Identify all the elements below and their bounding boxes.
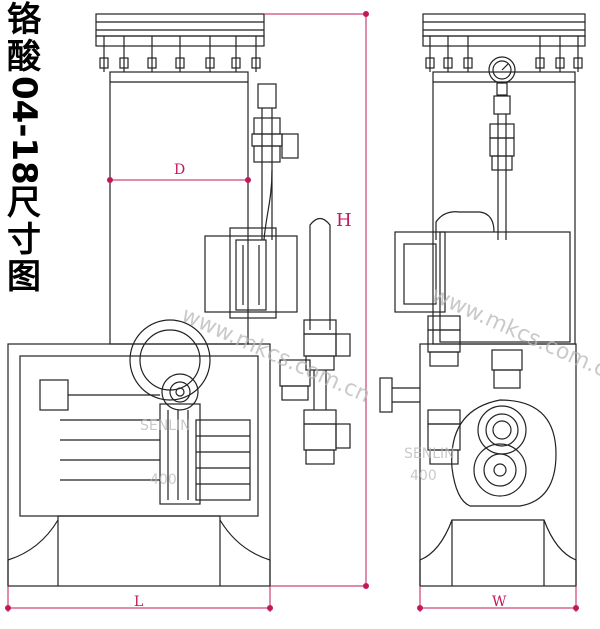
title-model: 04-18 (4, 76, 44, 185)
dimension-w-label: W (492, 594, 507, 610)
watermark-brand-2: SENLIN (404, 446, 455, 462)
lid-bolts (99, 36, 261, 72)
dimension-h-label: H (336, 210, 352, 231)
side-pump-motor (394, 211, 571, 343)
watermark-phone-2: 400 (410, 468, 437, 484)
side-lid-bolts (425, 36, 583, 72)
title-char-3: 尺 (7, 182, 41, 223)
side-pump-volute (451, 399, 557, 507)
side-vent-pipe (489, 95, 515, 240)
dimension-lines (5, 11, 579, 612)
front-base-frame (7, 343, 271, 587)
side-filter-lid (422, 13, 586, 37)
front-pump-head (39, 373, 251, 505)
pressure-gauge (488, 56, 516, 96)
side-valves (427, 315, 523, 465)
title-char-1: 铬 (7, 0, 41, 40)
filter-cylinder (109, 71, 249, 345)
dimension-d-label: D (174, 162, 185, 178)
filter-lid (95, 13, 265, 37)
side-base-frame (379, 343, 577, 587)
front-view (7, 13, 351, 587)
watermark-phone: 400 (150, 472, 177, 488)
title-char-5: 图 (7, 256, 41, 297)
title-char-4: 寸 (7, 219, 41, 260)
outlet-pipe (279, 217, 351, 465)
dimension-l-label: L (134, 594, 143, 610)
watermark-brand: SENLIN (140, 418, 191, 434)
side-view (379, 13, 586, 587)
watermark: www.mkcs.com.cn www.mkcs.com.cn SENLIN 4… (140, 283, 600, 488)
pump-motor (129, 227, 298, 401)
watermark-url-2: www.mkcs.com.cn (428, 283, 600, 389)
page-title: 铬 酸 04-18 尺 寸 图 (4, 2, 44, 296)
vent-pipe (251, 83, 299, 241)
title-char-2: 酸 (7, 37, 41, 77)
